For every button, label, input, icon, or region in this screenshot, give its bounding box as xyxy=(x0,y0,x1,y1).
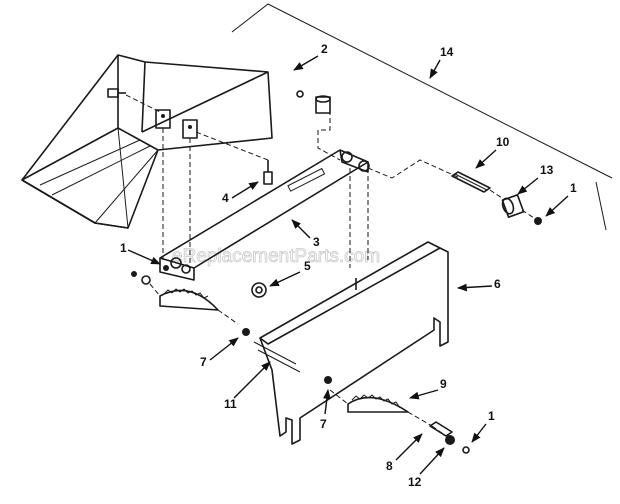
svg-text:10: 10 xyxy=(496,135,510,149)
left-blade xyxy=(149,283,239,325)
callout-12: 12 xyxy=(408,447,445,489)
assembly-bracket-14 xyxy=(231,3,613,231)
part-10-pin xyxy=(451,171,491,193)
svg-text:13: 13 xyxy=(540,163,554,177)
svg-text:6: 6 xyxy=(494,277,501,291)
svg-text:4: 4 xyxy=(222,191,229,205)
part-6-plate xyxy=(253,241,449,445)
callout-4: 4 xyxy=(222,181,259,205)
callout-10: 10 xyxy=(475,135,510,169)
callout-14: 14 xyxy=(429,45,454,79)
part-8-pin xyxy=(429,421,453,437)
svg-text:14: 14 xyxy=(440,45,454,59)
svg-text:7: 7 xyxy=(200,355,207,369)
callout-7-left: 7 xyxy=(200,337,239,369)
svg-text:8: 8 xyxy=(386,459,393,473)
part-3-link xyxy=(159,149,370,281)
svg-text:1: 1 xyxy=(570,181,577,195)
part-2-chip-chute xyxy=(21,54,273,229)
callout-1-left: 1 xyxy=(120,241,161,265)
callout-3: 3 xyxy=(291,219,320,249)
svg-text:11: 11 xyxy=(224,397,237,411)
part-4-screw xyxy=(263,160,273,185)
callout-9: 9 xyxy=(409,377,447,400)
callout-13: 13 xyxy=(517,163,554,195)
callout-2: 2 xyxy=(293,42,328,71)
screw-top-left xyxy=(107,88,126,98)
part-9-blade xyxy=(329,389,433,427)
callout-5: 5 xyxy=(269,259,311,287)
callout-7-mid: 7 xyxy=(320,389,331,431)
watermark-text: eReplacementParts.com xyxy=(172,246,380,267)
svg-text:2: 2 xyxy=(321,42,328,56)
svg-text:7: 7 xyxy=(320,417,327,431)
callout-1-top: 1 xyxy=(545,181,577,217)
svg-text:12: 12 xyxy=(408,475,422,489)
svg-text:5: 5 xyxy=(304,259,311,273)
callout-8: 8 xyxy=(386,433,423,473)
svg-text:3: 3 xyxy=(313,235,320,249)
part-5-knob xyxy=(251,282,267,298)
callout-6: 6 xyxy=(457,277,501,292)
callout-1-bottom: 1 xyxy=(471,409,495,443)
svg-text:1: 1 xyxy=(488,409,495,423)
svg-text:1: 1 xyxy=(120,241,127,255)
part-13-spacer xyxy=(501,194,525,218)
callout-11: 11 xyxy=(224,361,271,411)
svg-text:9: 9 xyxy=(440,377,447,391)
spacer-top xyxy=(315,95,331,114)
